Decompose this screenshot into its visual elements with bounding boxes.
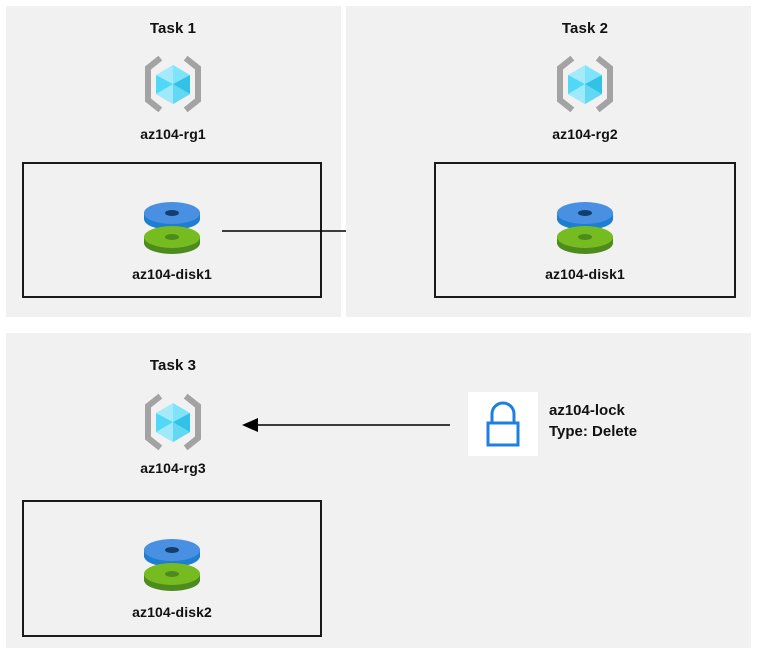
arrow-left-icon <box>242 418 450 432</box>
panel-task3-disk-label: az104-disk2 <box>132 604 212 620</box>
panel-task2-rg-label: az104-rg2 <box>552 126 618 142</box>
lock-type: Type: Delete <box>549 423 638 440</box>
panel-task1-title: Task 1 <box>149 20 197 37</box>
managed-disk-icon <box>140 537 204 593</box>
lock-info: az104-lock Type: Delete <box>549 400 637 442</box>
managed-disk-icon <box>553 200 617 256</box>
resource-group-icon <box>142 53 204 115</box>
panel-task3-rg-label: az104-rg3 <box>140 460 206 476</box>
lock-name: az104-lock <box>549 402 625 419</box>
lock-icon <box>486 401 520 447</box>
panel-task1-disk-label: az104-disk1 <box>132 266 212 282</box>
resource-group-icon <box>142 391 204 453</box>
panel-task1-rg-label: az104-rg1 <box>140 126 206 142</box>
resource-group-icon <box>554 53 616 115</box>
lock-icon-chip <box>468 392 538 456</box>
panel-task2-disk-label: az104-disk1 <box>545 266 625 282</box>
panel-task3-title: Task 3 <box>149 357 197 374</box>
panel-task2-title: Task 2 <box>561 20 609 37</box>
managed-disk-icon <box>140 200 204 256</box>
